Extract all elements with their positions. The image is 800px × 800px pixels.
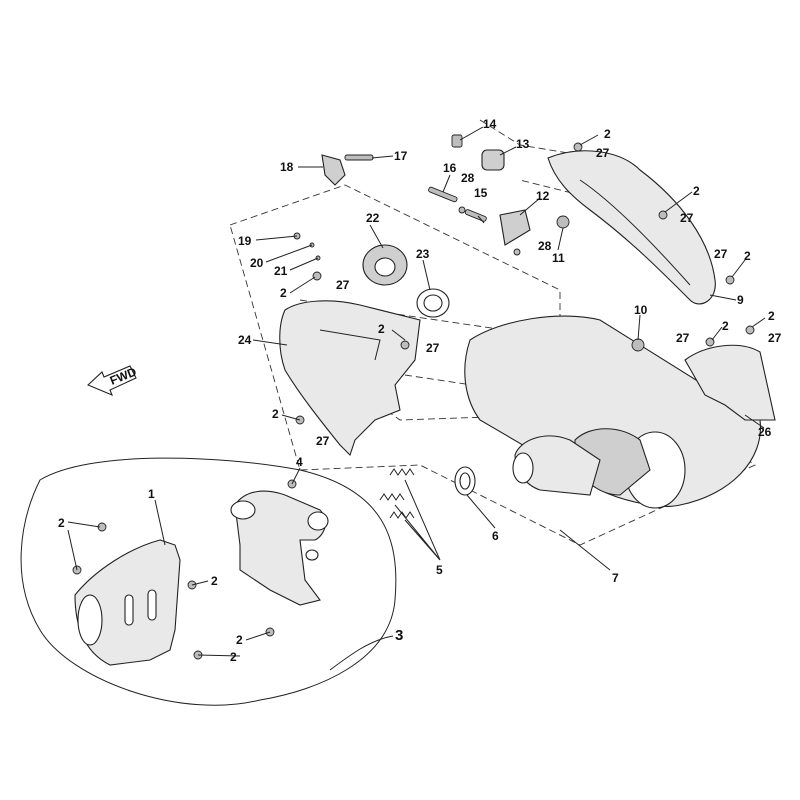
callout-28-b: 28 — [538, 239, 552, 253]
callout-5: 5 — [436, 563, 443, 577]
callout-1: 1 — [148, 487, 155, 501]
callout-2-l: 2 — [768, 309, 775, 323]
callout-9: 9 — [737, 293, 744, 307]
muffler-body — [464, 315, 761, 509]
callout-26: 26 — [758, 425, 772, 439]
bushing-13 — [481, 149, 505, 171]
callout-4: 4 — [296, 455, 303, 469]
callout-27-f: 27 — [714, 247, 728, 261]
callout-2-h: 2 — [604, 127, 611, 141]
washer-14 — [451, 134, 463, 148]
seal-ring-6 — [454, 466, 476, 496]
callout-labels: 1 2 2 2 2 2 2 2 2 2 2 2 2 3 4 5 6 7 9 10… — [58, 117, 782, 664]
callout-27-h: 27 — [768, 331, 782, 345]
callout-12: 12 — [536, 189, 550, 203]
callout-27-c: 27 — [316, 434, 330, 448]
heat-shield-26 — [684, 344, 776, 421]
callout-23: 23 — [416, 247, 430, 261]
gasket-23 — [416, 288, 450, 318]
callout-13: 13 — [516, 137, 530, 151]
heat-shield-24 — [279, 300, 421, 457]
callout-2-k: 2 — [722, 319, 729, 333]
callout-2-b: 2 — [211, 574, 218, 588]
callout-21: 21 — [274, 264, 288, 278]
leader-lines — [67, 126, 766, 671]
callout-2-i: 2 — [693, 184, 700, 198]
callout-27-b: 27 — [426, 341, 440, 355]
header-pipe — [230, 490, 329, 606]
callout-2-f: 2 — [280, 286, 287, 300]
callout-27-e: 27 — [680, 211, 694, 225]
heat-shield-9 — [547, 150, 716, 305]
mounting-flange-22 — [362, 244, 408, 286]
callout-28-a: 28 — [461, 171, 475, 185]
callout-19: 19 — [238, 234, 252, 248]
nut-11 — [556, 215, 570, 229]
callout-27-d: 27 — [596, 146, 610, 160]
callout-6: 6 — [492, 529, 499, 543]
springs-5 — [379, 468, 415, 519]
callout-20: 20 — [250, 256, 264, 270]
pin-15 — [464, 209, 487, 222]
callout-2-c: 2 — [236, 633, 243, 647]
callout-24: 24 — [238, 333, 252, 347]
callout-7: 7 — [612, 571, 619, 585]
callout-2-a: 2 — [58, 516, 65, 530]
slip-joint-tube — [512, 435, 601, 496]
callout-18: 18 — [280, 160, 294, 174]
callout-22: 22 — [366, 211, 380, 225]
bracket-12 — [499, 209, 531, 246]
bolt-16 — [428, 186, 458, 203]
callout-15: 15 — [474, 186, 488, 200]
callout-2-d: 2 — [230, 650, 237, 664]
callout-10: 10 — [634, 303, 648, 317]
bolt-17 — [344, 154, 374, 161]
callout-2-g: 2 — [378, 322, 385, 336]
callout-11: 11 — [552, 251, 565, 265]
callout-27-g: 27 — [676, 331, 690, 345]
callout-2-e: 2 — [272, 407, 279, 421]
forward-direction-arrow: FWD — [86, 364, 139, 397]
callout-2-j: 2 — [744, 249, 751, 263]
clamp-18 — [321, 154, 346, 186]
callout-16: 16 — [443, 161, 457, 175]
callout-17: 17 — [394, 149, 408, 163]
callout-3: 3 — [395, 627, 403, 644]
nut-10 — [631, 338, 645, 352]
heat-shield-1 — [74, 539, 181, 666]
callout-14: 14 — [483, 117, 497, 131]
callout-27-a: 27 — [336, 278, 350, 292]
